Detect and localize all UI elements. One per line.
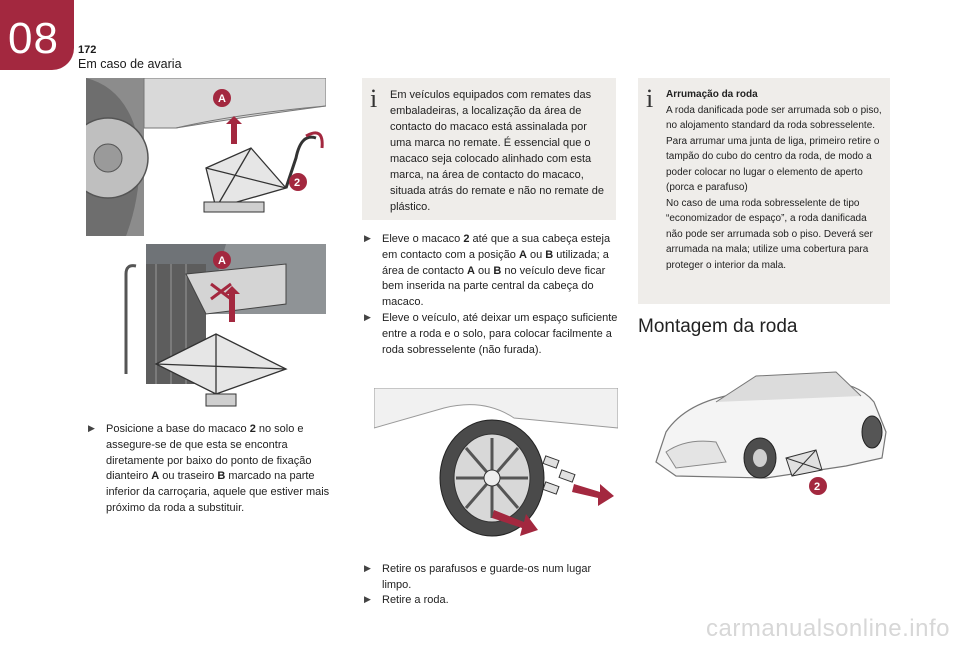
text-run: Retire os parafusos e guarde-os num luga… [382,563,592,591]
key-point-a: A [151,470,160,483]
key-point-b: B [217,470,226,483]
bullet-arrow-icon: ▶ [364,313,371,323]
key-jack-2: 2 [249,423,256,435]
jack-contact-figure-bottom: A [86,244,326,414]
note-body-3: No caso de uma roda sobresselente de tip… [666,197,873,271]
text-run: Retire a roda. [382,594,449,606]
bullet-arrow-icon: ▶ [364,234,371,244]
label-badge-2-car [809,477,827,495]
key-point-b: B [545,248,554,261]
text-run: Eleve o veículo, até deixar um espaço su… [382,312,618,356]
label-2-top: 2 [294,177,300,189]
text-run: utilizada; a área de contacto [382,248,609,277]
car-mounting-figure: 2 [646,362,890,502]
wheel-removal-figure [374,388,618,538]
jack-placement-figure-top: A 2 [86,78,326,236]
label-badge-2-top [289,173,307,191]
info-note-wheel-storage: i Arrumação da roda A roda danificada po… [638,78,890,304]
bullet-arrow-icon: ▶ [88,424,95,434]
label-a-top: A [218,93,226,105]
text-run: ou traseiro [159,470,218,483]
note-text: Em veículos equipados com remates das em… [390,89,605,213]
text-run: ou [526,248,546,261]
note-title: Arrumação da roda [666,89,758,100]
chapter-number: 08 [8,14,59,63]
key-point-a: A [467,264,475,277]
text-run: no solo e assegure-se de que esta se enc… [106,423,312,483]
note-body-2: Para arrumar uma junta de liga, primeiro… [666,135,880,194]
text-run: até que a sua cabeça esteja em contacto … [382,233,611,261]
chapter-tab: 08 [0,0,74,70]
label-badge-a-bottom [213,251,231,269]
info-icon: i [646,84,654,113]
info-icon: i [370,84,378,113]
instruction-position-jack: ▶ Posicione a base do macaco 2 no solo e… [88,422,340,517]
key-point-a: A [518,248,527,261]
heading-wheel-mounting: Montagem da roda [638,316,798,337]
bullet-arrow-icon: ▶ [364,595,371,605]
label-a-bottom: A [218,255,226,267]
key-jack-2: 2 [463,233,470,245]
key-point-b: B [493,264,502,277]
label-badge-a-top [213,89,231,107]
text-run: marcado na parte inferior da carroçaria,… [106,470,330,514]
text-run: ou [474,264,494,277]
instruction-remove-wheel: ▶ Retire a roda. [364,593,618,609]
instruction-remove-bolts: ▶ Retire os parafusos e guarde-os num lu… [364,562,618,594]
text-run: no veículo deve ficar bem inserida na pa… [382,264,606,309]
bullet-arrow-icon: ▶ [364,564,371,574]
info-note-sill-trims: i Em veículos equipados com remates das … [362,78,616,220]
label-2-car: 2 [814,481,820,493]
note-body-1: A roda danificada pode ser arrumada sob … [666,104,882,132]
note-text: Arrumação da roda A roda danificada pode… [666,87,882,273]
instruction-raise-vehicle: ▶ Eleve o veículo, até deixar um espaço … [364,311,618,358]
text-run: Eleve o macaco [382,233,464,245]
page-number: 172 [78,44,97,56]
instruction-raise-jack: ▶ Eleve o macaco 2 até que a sua cabeça … [364,232,618,311]
section-title: Em caso de avaria [78,57,182,71]
text-run: Posicione a base do macaco [106,423,250,435]
watermark: carmanualsonline.info [706,615,950,642]
